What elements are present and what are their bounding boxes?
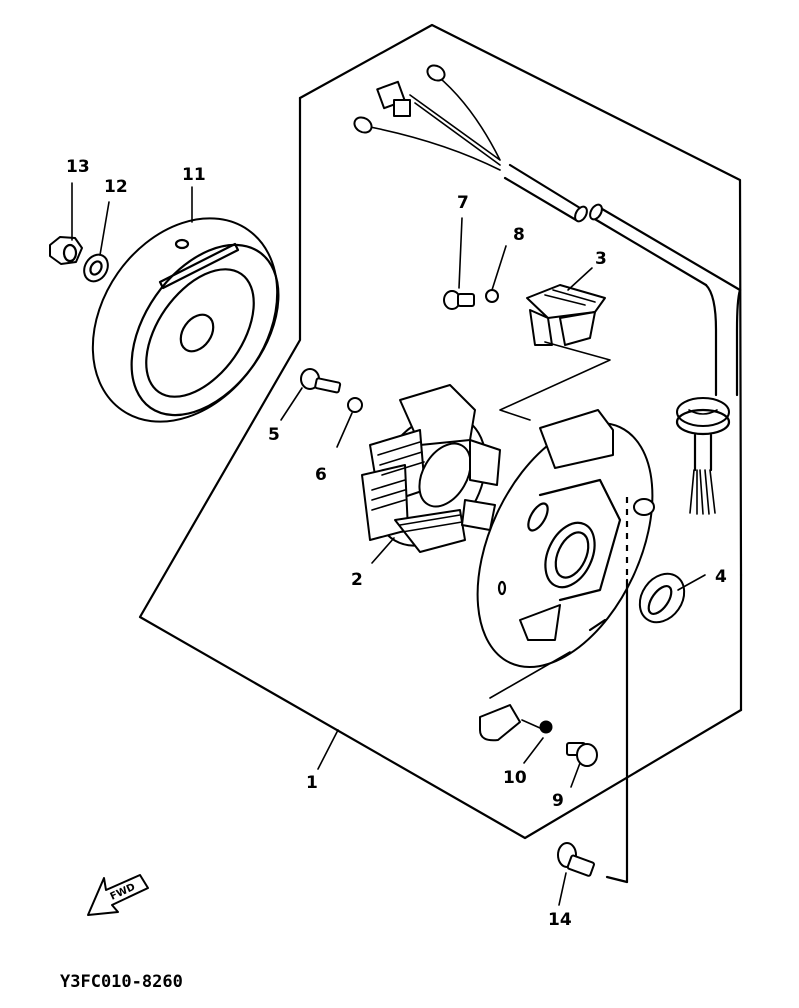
callout-11: 11 [182, 165, 206, 185]
clamp [479, 704, 541, 742]
stator-plate [476, 409, 655, 669]
wire-harness [353, 64, 742, 515]
forward-arrow-icon: FWD [87, 874, 149, 916]
lock-washer-6 [347, 397, 363, 413]
connector-line [489, 651, 571, 699]
callout-3: 3 [595, 249, 607, 269]
callout-10: 10 [503, 768, 527, 788]
screw-5 [300, 368, 342, 394]
callout-8: 8 [513, 225, 525, 245]
bolt-14 [557, 842, 595, 877]
callout-7: 7 [457, 193, 469, 213]
screw-7 [443, 290, 475, 310]
callout-9: 9 [552, 791, 564, 811]
callout-2: 2 [351, 570, 363, 590]
callout-6: 6 [315, 465, 327, 485]
leader-lines [71, 182, 706, 906]
washer-12 [83, 253, 109, 283]
lock-washer-8 [485, 289, 499, 303]
oil-seal [638, 572, 686, 624]
pickup-coil [526, 284, 606, 346]
callout-1: 1 [306, 773, 318, 793]
callout-4: 4 [715, 567, 727, 587]
screw-9 [566, 742, 598, 767]
callout-5: 5 [268, 425, 280, 445]
stator-coil [361, 384, 501, 553]
rotor-flywheel [91, 217, 280, 423]
assembly-outline [138, 23, 743, 840]
lock-washer-10 [539, 720, 553, 734]
callout-12: 12 [104, 177, 128, 197]
callout-14: 14 [548, 910, 572, 930]
callout-13: 13 [66, 157, 90, 177]
drawing-code: Y3FC010-8260 [60, 972, 183, 992]
connector-line [499, 341, 611, 421]
nut-13 [49, 236, 83, 265]
connector-line [605, 875, 629, 884]
